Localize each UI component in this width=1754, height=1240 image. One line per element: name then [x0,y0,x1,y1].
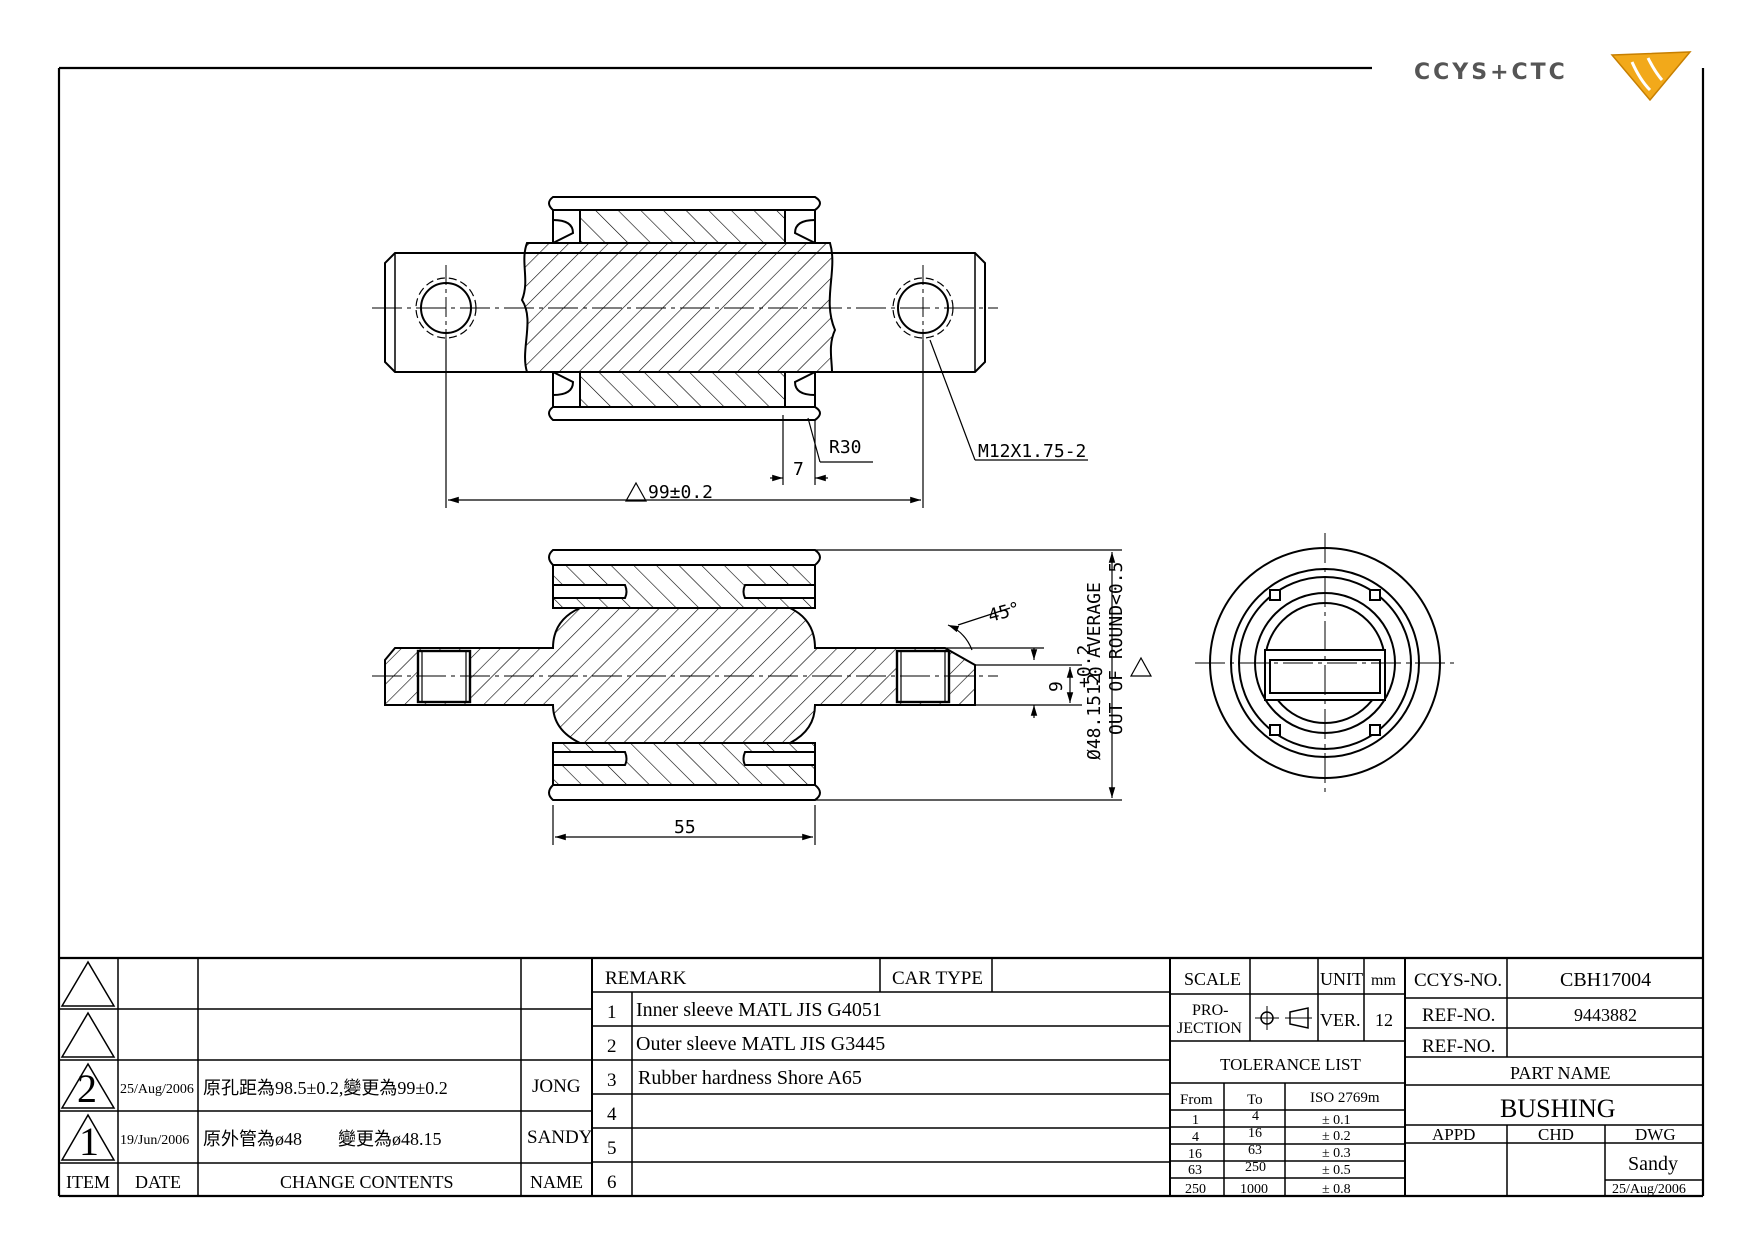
outer-dia-dim: Ø48.15 [1084,695,1105,760]
tol-from-4: 63 [1188,1163,1202,1178]
thread-dim: M12X1.75-2 [978,441,1086,462]
rev-name-1: SANDY [527,1127,593,1148]
end-view [1195,533,1455,793]
remark-no-2: 2 [607,1036,617,1057]
rev-date-2: 25/Aug/2006 [120,1082,194,1097]
chd-label: CHD [1538,1125,1574,1144]
title-block-lines [59,956,1703,1196]
hole-distance-dim: 99±0.2 [648,482,713,503]
tol-header-from: From [1180,1092,1213,1108]
tol-to-3: 63 [1248,1143,1262,1158]
car-type-label: CAR TYPE [892,968,983,989]
tol-header-iso: ISO 2769m [1310,1090,1380,1106]
rev-header-date: DATE [135,1172,181,1192]
appd-label: APPD [1432,1125,1475,1144]
tol-header-to: To [1247,1092,1263,1108]
tol-from-3: 16 [1188,1147,1202,1162]
tol-value-3: ± 0.3 [1322,1146,1351,1161]
ref-no-label: REF-NO. [1422,1005,1495,1026]
tol-value-4: ± 0.5 [1322,1163,1351,1178]
sheet-frame [57,66,1705,1198]
projection-label-1: PRO- [1192,1002,1228,1019]
remark-no-3: 3 [607,1070,617,1091]
ref-no-value: 9443882 [1574,1005,1637,1025]
unit-label: UNIT [1320,969,1363,989]
rev-content-1: 原外管為ø48 變更為ø48.15 [203,1129,442,1149]
hole-large-dim: 12 [1084,673,1105,695]
tol-from-2: 4 [1192,1130,1199,1145]
remark-text-1: Inner sleeve MATL JIS G4051 [636,999,882,1021]
rev-header-name: NAME [530,1172,583,1192]
ccys-no-label: CCYS-NO. [1414,970,1502,991]
unit-value: mm [1371,972,1396,989]
tol-to-1: 4 [1252,1109,1259,1124]
top-view [372,196,998,421]
remark-no-4: 4 [607,1104,617,1125]
section-dimensions [552,549,1153,845]
gap-dim: 7 [793,459,804,480]
title-block: SCALE UNIT mm PRO- JECTION VER. 12 TOLER… [1177,969,1686,1197]
roundness-dim: OUT OF ROUND<0.5 [1106,562,1127,735]
tol-value-2: ± 0.2 [1322,1129,1351,1144]
section-view [372,549,998,801]
remark-label: REMARK [605,968,687,989]
rev-header-content: CHANGE CONTENTS [280,1172,454,1192]
revision-table: 2 1 25/Aug/2006 19/Jun/2006 原孔距為98.5±0.2… [66,1066,593,1192]
remark-no-6: 6 [607,1172,617,1193]
part-name-value: BUSHING [1500,1094,1616,1123]
tol-value-1: ± 0.1 [1322,1113,1351,1128]
average-label: AVERAGE [1084,582,1105,658]
tol-to-2: 16 [1248,1126,1262,1141]
svg-text:CCYS+CTC: CCYS+CTC [1414,60,1568,85]
dwg-name: Sandy [1628,1153,1678,1175]
company-logo: CCYS+CTC [1414,51,1692,102]
dwg-label: DWG [1635,1125,1676,1144]
remark-text-3: Rubber hardness Shore A65 [638,1067,862,1089]
radius-dim: R30 [829,437,862,458]
rev-name-2: JONG [532,1076,581,1097]
rev-item-2: 2 [77,1066,97,1111]
length-dim: 55 [674,817,696,838]
hole-small-dim: 9 [1046,681,1067,692]
tol-to-5: 1000 [1240,1182,1268,1197]
remark-text-2: Outer sleeve MATL JIS G3445 [636,1033,885,1055]
projection-label-2: JECTION [1177,1020,1242,1037]
tol-from-5: 250 [1185,1182,1206,1197]
ver-value: 12 [1375,1010,1393,1030]
tol-from-1: 1 [1192,1113,1199,1128]
rev-header-item: ITEM [66,1172,110,1192]
tol-to-4: 250 [1245,1160,1266,1175]
ver-label: VER. [1320,1010,1361,1030]
ccys-no-value: CBH17004 [1560,969,1651,991]
rev-item-1: 1 [79,1119,99,1164]
dwg-date: 25/Aug/2006 [1612,1182,1686,1197]
rev-content-2: 原孔距為98.5±0.2,變更為99±0.2 [203,1078,448,1098]
part-name-label: PART NAME [1510,1063,1610,1083]
remark-no-1: 1 [607,1002,617,1023]
tol-value-5: ± 0.8 [1322,1182,1351,1197]
remarks-table: REMARK CAR TYPE 1 Inner sleeve MATL JIS … [605,968,983,1193]
outer-dia-tol-minus: -0 [1086,666,1107,688]
remark-no-5: 5 [607,1138,617,1159]
angle-dim: 45° [986,598,1023,627]
rev-date-1: 19/Jun/2006 [120,1133,189,1148]
tolerance-title: TOLERANCE LIST [1220,1055,1361,1074]
outer-dia-tol-plus: +0.2 [1074,645,1095,688]
top-view-dimensions [445,339,1088,508]
ref-no-label-2: REF-NO. [1422,1036,1495,1057]
scale-label: SCALE [1184,969,1241,989]
